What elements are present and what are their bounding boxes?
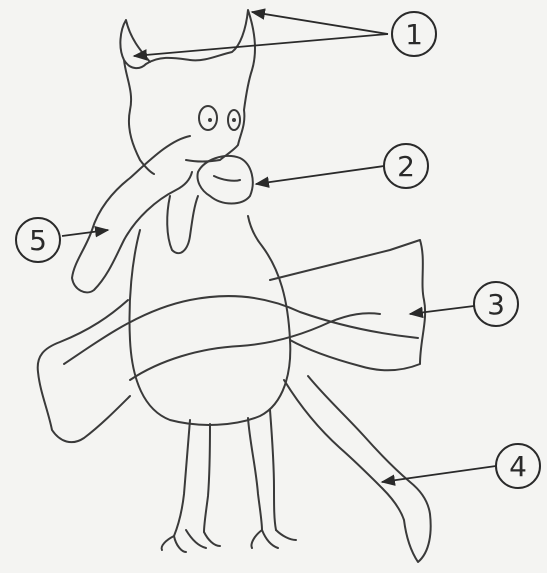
head-outline <box>120 10 255 174</box>
body-band-lower <box>130 313 380 380</box>
callout-arrows <box>62 12 496 482</box>
leg-left-outline <box>174 420 210 536</box>
callout-3: 3 <box>474 282 518 326</box>
body-outline <box>129 216 290 425</box>
arrow-1b <box>252 12 388 34</box>
callout-4-label: 4 <box>509 450 527 483</box>
neck-outline <box>167 196 198 253</box>
callout-2: 2 <box>384 144 428 188</box>
arrow-4 <box>382 466 496 482</box>
callout-1: 1 <box>392 12 436 56</box>
callout-5: 5 <box>16 218 60 262</box>
wing-left-outline <box>38 300 130 442</box>
eye-left <box>199 106 217 130</box>
creature-drawing <box>38 10 431 562</box>
pupil-right <box>232 118 236 122</box>
callout-4: 4 <box>496 444 540 488</box>
pupil-left <box>208 118 212 122</box>
mouth-outline <box>198 156 253 204</box>
body-band-upper <box>64 296 418 364</box>
foot-right-outline <box>251 530 296 548</box>
arrow-1a <box>134 34 388 56</box>
arrow-5 <box>62 230 108 236</box>
leg-right-outline <box>248 410 276 530</box>
callout-1-label: 1 <box>405 18 423 51</box>
wing-right-outline <box>270 240 425 370</box>
arrow-3 <box>410 306 474 314</box>
callouts: 1 2 3 4 5 <box>16 12 540 488</box>
arrow-2 <box>256 166 384 184</box>
callout-2-label: 2 <box>397 150 415 183</box>
tail-outline <box>284 376 431 562</box>
callout-5-label: 5 <box>29 224 47 257</box>
foot-left-outline <box>162 530 220 552</box>
callout-3-label: 3 <box>487 288 505 321</box>
